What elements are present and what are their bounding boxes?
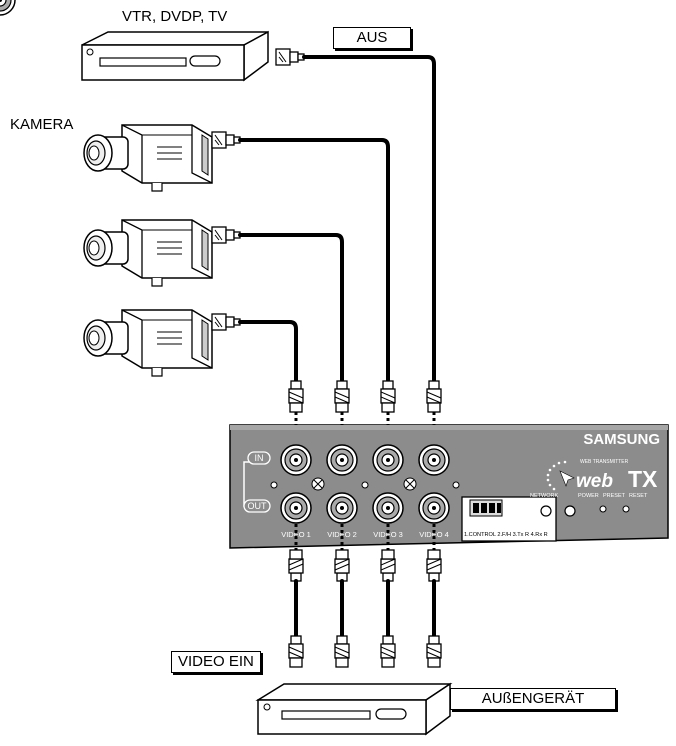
video4-label: VIDEO 4 — [419, 530, 449, 539]
external-recorder — [255, 682, 453, 736]
video1-out-socket — [280, 492, 312, 524]
video4-out-socket — [418, 492, 450, 524]
network-label: NETWORK — [530, 493, 558, 499]
video2-output-plug — [334, 549, 350, 582]
video2-in-socket — [326, 444, 358, 476]
camera-1 — [83, 124, 213, 192]
network-indicator — [540, 505, 552, 517]
camera-2-bnc-connector — [211, 226, 241, 244]
video2-recorder-plug — [334, 635, 350, 668]
video1-in-socket — [280, 444, 312, 476]
terminal-block: 1.CONTROL 2.F/H 3.Tx R 4.Rx R — [461, 496, 557, 542]
input-cables — [238, 55, 436, 382]
in-label: IN — [255, 453, 264, 463]
video1-input-plug — [288, 380, 304, 413]
video4-input-plug — [426, 380, 442, 413]
aus-label-box: AUS — [333, 27, 411, 49]
video4-recorder-plug — [426, 635, 442, 668]
vtr-bnc-connector — [275, 48, 305, 66]
terminal-caption: 1.CONTROL 2.F/H 3.Tx R 4.Rx R — [464, 532, 548, 538]
web-transmitter-caption: WEB TRANSMITTER — [580, 459, 629, 465]
video3-output-plug — [380, 549, 396, 582]
video1-label: VIDEO 1 — [281, 530, 311, 539]
camera-label: KAMERA — [10, 116, 74, 133]
power-label: POWER — [578, 493, 599, 499]
reset-label: RESET — [629, 493, 648, 499]
video3-in-socket — [372, 444, 404, 476]
power-indicator — [564, 505, 576, 517]
camera-1-bnc-connector — [211, 131, 241, 149]
video1-recorder-plug — [288, 635, 304, 668]
web-logo-text: web — [576, 471, 613, 492]
vtr-device — [81, 30, 269, 82]
video2-out-socket — [326, 492, 358, 524]
video-ein-label-box: VIDEO EIN — [171, 651, 261, 673]
video3-input-plug — [380, 380, 396, 413]
video4-in-socket — [418, 444, 450, 476]
video3-out-socket — [372, 492, 404, 524]
video2-input-plug — [334, 380, 350, 413]
video4-output-plug — [426, 549, 442, 582]
reset-button — [622, 505, 630, 513]
video3-label: VIDEO 3 — [373, 530, 403, 539]
tx-logo-text: TX — [628, 466, 658, 492]
out-label: OUT — [248, 501, 268, 511]
preset-label: PRESET — [603, 493, 626, 499]
webtx-logo: WEB TRANSMITTER web TX — [546, 459, 658, 492]
vtr-devices-label: VTR, DVDP, TV — [122, 8, 228, 25]
samsung-brand: SAMSUNG — [583, 431, 660, 448]
camera-3-bnc-connector — [211, 313, 241, 331]
camera-3 — [83, 309, 213, 377]
camera-2 — [83, 219, 213, 287]
output-cables — [294, 579, 436, 638]
video3-recorder-plug — [380, 635, 396, 668]
video2-label: VIDEO 2 — [327, 530, 357, 539]
panel-sockets — [0, 0, 16, 16]
video1-output-plug — [288, 549, 304, 582]
aussengeraet-label-box: AUßENGERÄT — [450, 688, 616, 710]
preset-button — [599, 505, 607, 513]
